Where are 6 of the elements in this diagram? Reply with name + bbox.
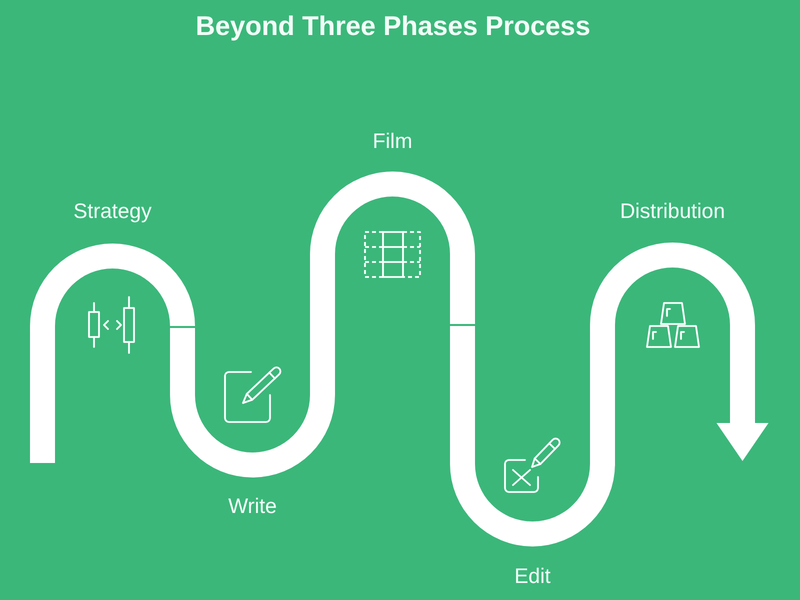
step-label: Film (372, 129, 412, 155)
step-label: Write (228, 494, 277, 520)
title: Beyond Three Phases Process (196, 10, 590, 43)
step-label: Distribution (620, 199, 726, 225)
step-label: Edit (514, 564, 551, 590)
step-label: Strategy (73, 199, 152, 225)
